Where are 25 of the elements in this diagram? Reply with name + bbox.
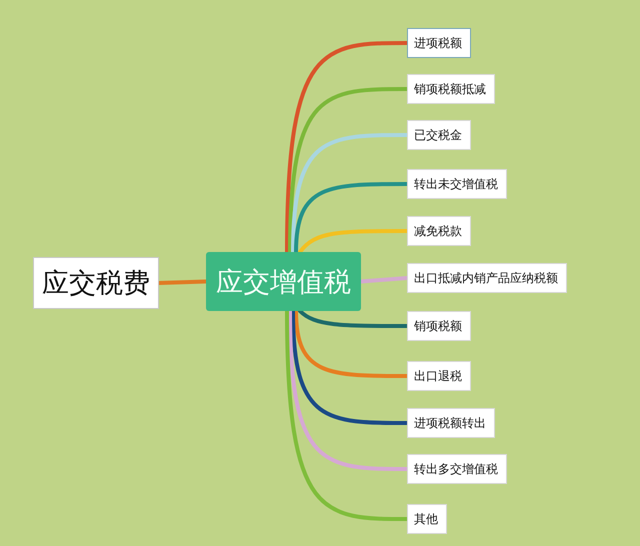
subtopic-box: 减免税款 [407,216,471,246]
subtopic-box: 转出未交增值税 [407,169,507,199]
connector-line [288,87,409,254]
connector-line [359,276,409,284]
connector-line [157,280,208,285]
subtopic-box: 销项税额 [407,311,471,341]
subtopic-box: 进项税额转出 [407,408,495,438]
connector-line [288,309,409,471]
root-topic-box: 应交税费 [33,257,159,309]
connector-line [298,309,409,328]
connector-line [294,309,409,378]
connector-line [285,309,409,521]
connector-line [285,41,409,254]
subtopic-box: 已交税金 [407,120,471,150]
subtopic-box: 转出多交增值税 [407,454,507,484]
subtopic-box: 销项税额抵减 [407,74,495,104]
connector-line [291,309,409,425]
subtopic-box: 出口抵减内销产品应纳税额 [407,263,567,293]
subtopic-box: 其他 [407,504,447,534]
connector-line [298,229,409,254]
connector-line [291,133,409,254]
subtopic-box: 进项税额 [407,28,471,58]
connector-line [294,182,409,254]
subtopic-box: 出口退税 [407,361,471,391]
main-topic-box: 应交增值税 [206,252,361,311]
